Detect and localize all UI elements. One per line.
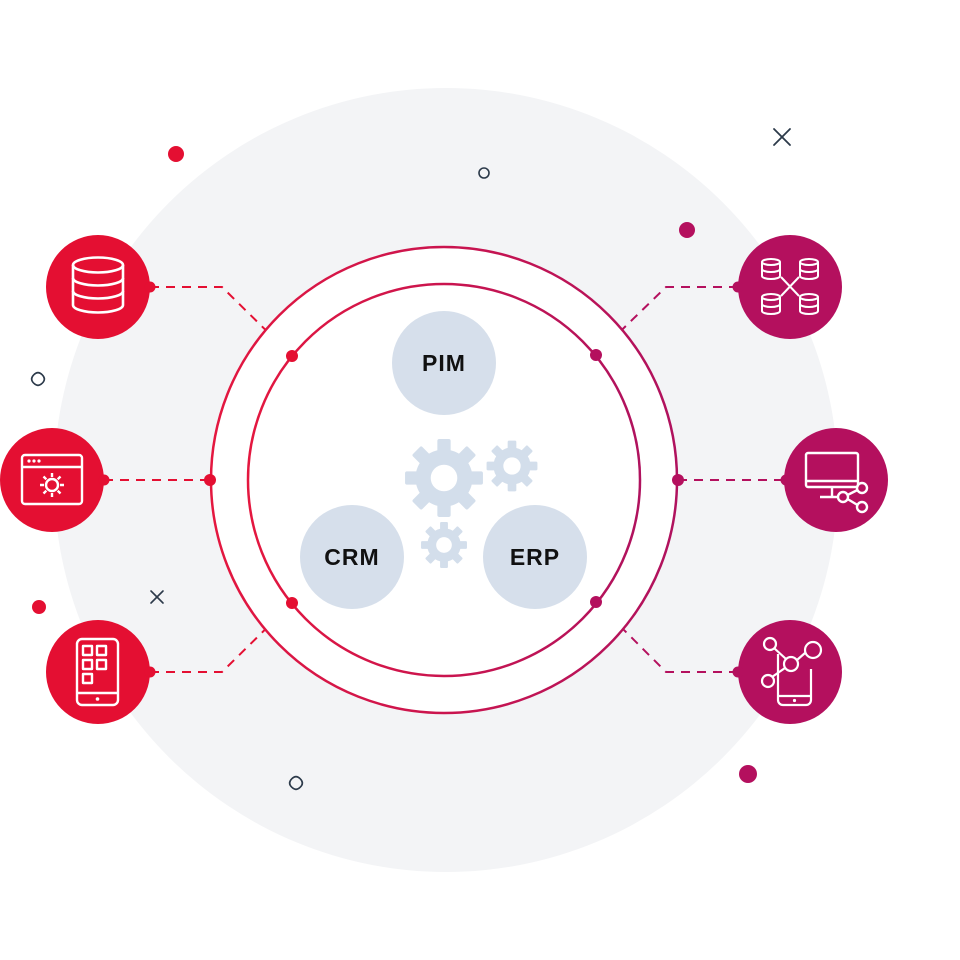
hub-pim-circle	[392, 311, 496, 415]
distributed-database-icon	[761, 258, 819, 315]
dot-left-middle-inner	[204, 474, 216, 486]
hub-pim-label: PIM	[422, 350, 466, 376]
dot-right-bottom-inner	[590, 596, 602, 608]
left-node-database-port	[144, 281, 156, 293]
left-node-browser-port	[98, 474, 110, 486]
dot-left-top-inner	[286, 350, 298, 362]
right-node-mobile-network	[732, 620, 842, 724]
dot-right-middle-inner	[672, 474, 684, 486]
connectors	[104, 286, 786, 673]
right-node-monitor-network	[780, 428, 888, 532]
mobile-network-icon	[760, 636, 823, 707]
hub-erp: ERP	[483, 505, 587, 609]
connector-left-bottom	[150, 602, 293, 673]
left-node-mobile-app	[46, 620, 156, 724]
dot-left-bottom-inner	[286, 597, 298, 609]
hub-crm-circle	[300, 505, 404, 609]
deco-clover-left	[30, 371, 46, 387]
left-node-database-circle	[46, 235, 150, 339]
hub-pim: PIM	[392, 311, 496, 415]
left-node-database	[46, 235, 156, 339]
left-node-mobile-port	[144, 666, 156, 678]
deco-dot-red-top-left	[168, 146, 184, 162]
hub-crm-label: CRM	[324, 544, 379, 570]
hub-erp-circle	[483, 505, 587, 609]
deco-dot-magenta-top-right	[679, 222, 695, 238]
deco-cross-top-right	[773, 128, 791, 146]
connector-dots	[204, 349, 684, 609]
deco-dot-red-left	[32, 600, 46, 614]
decorations	[30, 128, 791, 791]
right-node-mobile-network-port	[732, 666, 744, 678]
small-gear-icon-bottom	[421, 522, 467, 568]
hub-crm: CRM	[300, 505, 404, 609]
deco-clover-bottom	[288, 775, 304, 791]
dot-right-top-inner	[590, 349, 602, 361]
left-node-browser-settings	[0, 428, 110, 532]
connector-right-top	[595, 286, 738, 356]
database-icon	[71, 256, 125, 314]
deco-ring-small	[478, 167, 490, 179]
mobile-app-grid-icon	[75, 637, 120, 707]
browser-settings-icon	[20, 453, 84, 506]
right-node-distributed-database	[732, 235, 842, 339]
monitor-network-icon	[804, 451, 869, 514]
hub-erp-label: ERP	[510, 544, 560, 570]
connector-left-top	[150, 286, 293, 357]
deco-cross-left	[150, 590, 164, 604]
left-node-mobile-circle	[46, 620, 150, 724]
right-node-distributed-port	[732, 281, 744, 293]
right-node-monitor-port	[780, 474, 792, 486]
deco-dot-magenta-bottom-right	[739, 765, 757, 783]
connector-right-bottom	[595, 601, 738, 673]
inner-ring	[246, 282, 642, 678]
